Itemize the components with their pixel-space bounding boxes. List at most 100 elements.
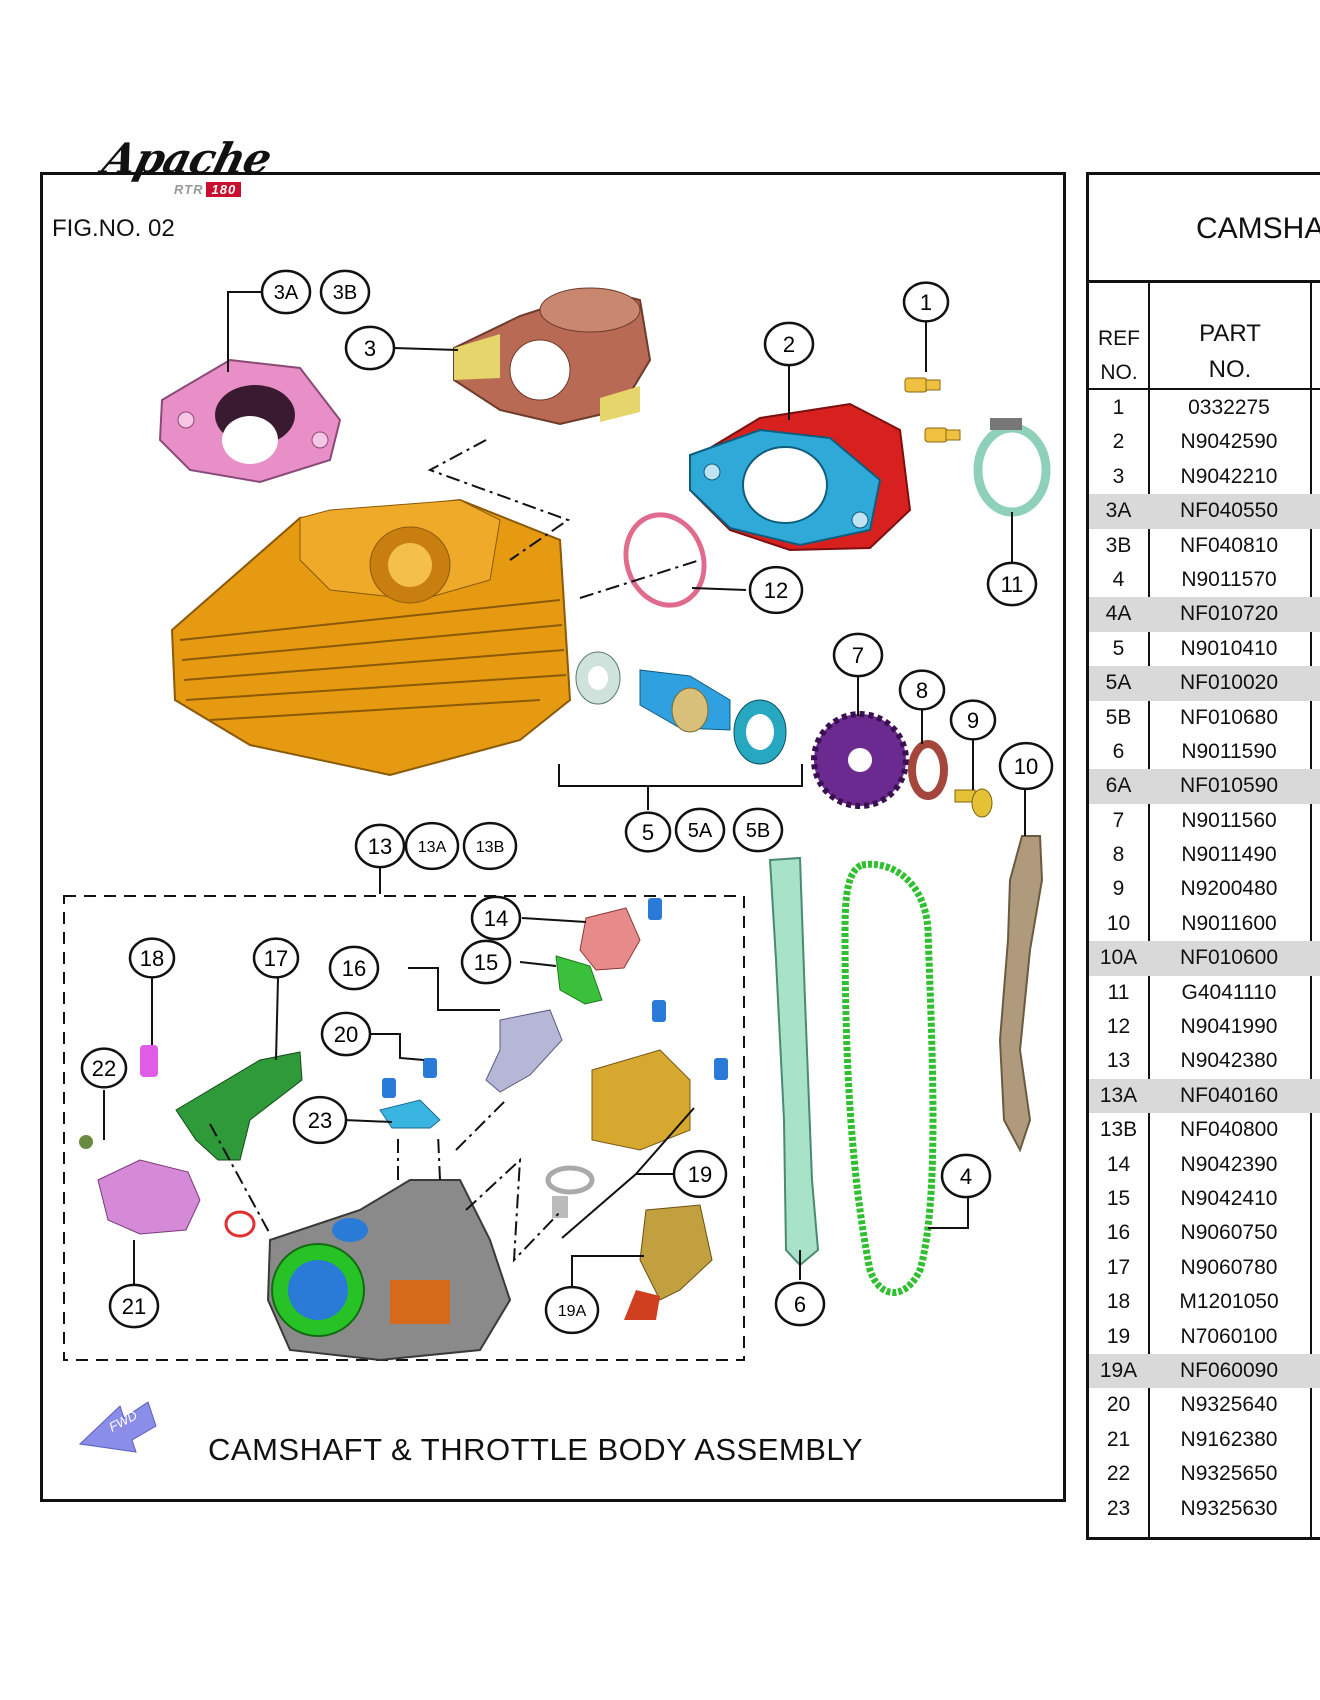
part-no-cell: NF040160 (1179, 1083, 1279, 1107)
ref-no-cell: 5 (1112, 636, 1125, 660)
ref-no-cell: 6 (1112, 739, 1125, 763)
part-19-screw-b (714, 1058, 728, 1080)
callout-20: 20 (320, 1011, 372, 1057)
throttle-body (266, 1179, 512, 1362)
ref-no-cell: 23 (1106, 1496, 1131, 1520)
callout-label: 11 (1001, 572, 1024, 597)
leader-lines (103, 291, 1026, 1290)
callout-label: 13A (418, 839, 447, 856)
ref-no-cell: 19 (1106, 1324, 1131, 1348)
part-5-camshaft-assembly (575, 651, 787, 765)
title-divider (1086, 280, 1320, 283)
ref-no-cell: 7 (1112, 808, 1125, 832)
part-1-bolts (904, 377, 961, 443)
part-10-tensioner-guide (998, 835, 1044, 1153)
callout-label: 5 (642, 820, 654, 845)
callout-label: 2 (783, 332, 795, 357)
ref-no-cell: 4A (1105, 602, 1132, 626)
callout-5b: 5B (732, 807, 784, 853)
part-no-cell: N9011570 (1181, 567, 1277, 591)
part-no-cell: N9325650 (1180, 1462, 1278, 1486)
part-7-cam-sprocket (811, 711, 909, 809)
ref-no-cell: 16 (1106, 1221, 1131, 1245)
part-3a-intake-flange (158, 358, 342, 484)
callout-label: 6 (794, 1292, 806, 1317)
callout-23: 23 (292, 1095, 348, 1145)
part-14-sensor (579, 907, 641, 971)
callout-label: 15 (474, 950, 498, 975)
part-no-cell: N9011600 (1181, 911, 1277, 935)
ref-no-cell: 20 (1106, 1393, 1131, 1417)
part-no-cell: 0332275 (1188, 396, 1270, 419)
callout-22: 22 (80, 1047, 128, 1089)
part-no-cell: N9200480 (1180, 877, 1278, 901)
callout-14: 14 (470, 895, 522, 941)
part-no-cell: N9060780 (1180, 1255, 1278, 1279)
ref-no-cell: 19A (1099, 1358, 1138, 1382)
cylinder-head (170, 498, 572, 777)
figure-caption: CAMSHAFT & THROTTLE BODY ASSEMBLY (208, 1432, 864, 1467)
callout-label: 13 (368, 834, 392, 859)
callout-label: 16 (342, 956, 366, 981)
part-no-cell: N7060100 (1180, 1324, 1278, 1348)
part-no-cell: G4041110 (1181, 980, 1277, 1004)
callout-11: 11 (986, 561, 1038, 607)
callout-6: 6 (774, 1281, 826, 1327)
callout-9: 9 (949, 699, 997, 741)
callout-5: 5 (624, 811, 672, 853)
figure-panel (40, 172, 1066, 1502)
part-14-screw (648, 898, 662, 920)
callout-label: 17 (264, 946, 288, 971)
part-no-cell: NF040810 (1179, 533, 1279, 557)
column-divider (1148, 280, 1150, 1540)
part-no-cell: M1201050 (1179, 1290, 1279, 1314)
callout-18: 18 (128, 937, 176, 979)
part-19-screw-a (652, 1000, 666, 1022)
part-8-oil-seal (908, 740, 948, 800)
callout-4: 4 (940, 1153, 992, 1199)
ref-no-cell: 3B (1105, 533, 1132, 557)
ref-no-cell: 17 (1106, 1255, 1131, 1279)
part-no-cell: N9042380 (1180, 1049, 1278, 1073)
ref-no-cell: 13B (1099, 1118, 1138, 1142)
table-row: 3B NF040810 (1089, 529, 1320, 563)
callout-3a: 3A (260, 269, 312, 315)
part-no-cell: N9011560 (1181, 808, 1277, 832)
part-no-cell: N9042410 (1180, 1186, 1278, 1210)
callout-19a: 19A (544, 1285, 600, 1335)
part-no-cell: N9060750 (1180, 1221, 1278, 1245)
part-20-screw-b (382, 1078, 396, 1098)
ref-no-cell: 3 (1112, 464, 1125, 488)
part-15-bracket (555, 955, 603, 1005)
callout-21: 21 (108, 1283, 160, 1329)
table-row: 17 N9060780 (1089, 1251, 1320, 1285)
exploded-parts-diagram: FWD 3A3B32112117891055A5B1313A13B1415161… (63, 269, 1054, 1453)
part-no-cell: N9042390 (1180, 1152, 1278, 1176)
callout-label: 14 (484, 906, 508, 931)
part-no-cell: NF010600 (1179, 946, 1279, 970)
part-11-hose-clamp (973, 418, 1051, 517)
callout-label: 8 (916, 678, 928, 703)
part-no-cell: NF060090 (1179, 1358, 1279, 1382)
ref-no-cell: 13 (1106, 1049, 1131, 1073)
ref-no-cell: 1 (1112, 396, 1125, 419)
part-22-nut (79, 1135, 93, 1149)
parts-table (1086, 172, 1320, 1540)
callout-label: 19A (558, 1303, 587, 1320)
part-no-cell: N9162380 (1180, 1427, 1278, 1451)
callout-label: 4 (960, 1164, 972, 1189)
fwd-arrow-icon: FWD (78, 1401, 157, 1453)
